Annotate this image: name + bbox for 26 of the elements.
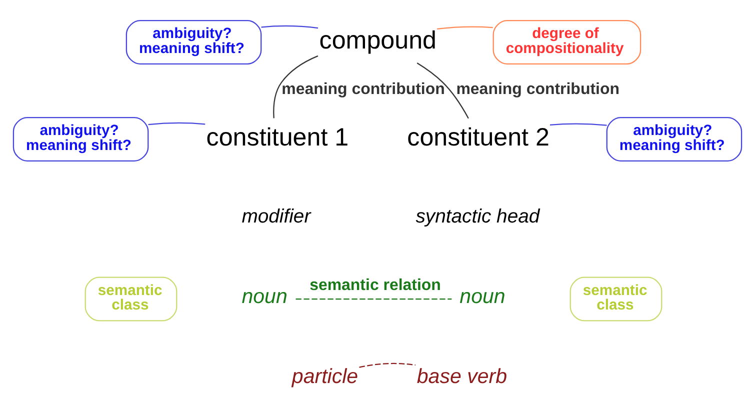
connector	[550, 122, 607, 126]
connector	[296, 298, 452, 300]
connector	[148, 122, 206, 125]
node-text: noun	[242, 284, 288, 308]
edge-label: semantic relation	[310, 276, 441, 294]
node-box: ambiguity? meaning shift?	[126, 20, 262, 64]
label: modifier	[242, 205, 311, 228]
edge-label: meaning contribution	[282, 80, 445, 98]
node-box: degree of compositionality	[492, 20, 642, 64]
node-box: semantic class	[84, 276, 178, 321]
node-box: ambiguity? meaning shift?	[606, 116, 742, 161]
node-box: ambiguity? meaning shift?	[12, 116, 149, 161]
node-box: semantic class	[570, 276, 662, 321]
connector	[273, 54, 318, 118]
connector	[437, 26, 493, 30]
connector	[359, 362, 416, 368]
node-text: constituent 1	[206, 123, 349, 152]
node-text: noun	[460, 284, 506, 308]
connector	[261, 24, 318, 28]
node-text: particle	[292, 364, 358, 388]
node-text: base verb	[416, 364, 508, 388]
edge-label: meaning contribution	[456, 80, 620, 98]
label: syntactic head	[416, 205, 540, 228]
node-text: constituent 2	[407, 123, 550, 152]
node-text: compound	[319, 26, 436, 54]
connector	[416, 62, 469, 118]
